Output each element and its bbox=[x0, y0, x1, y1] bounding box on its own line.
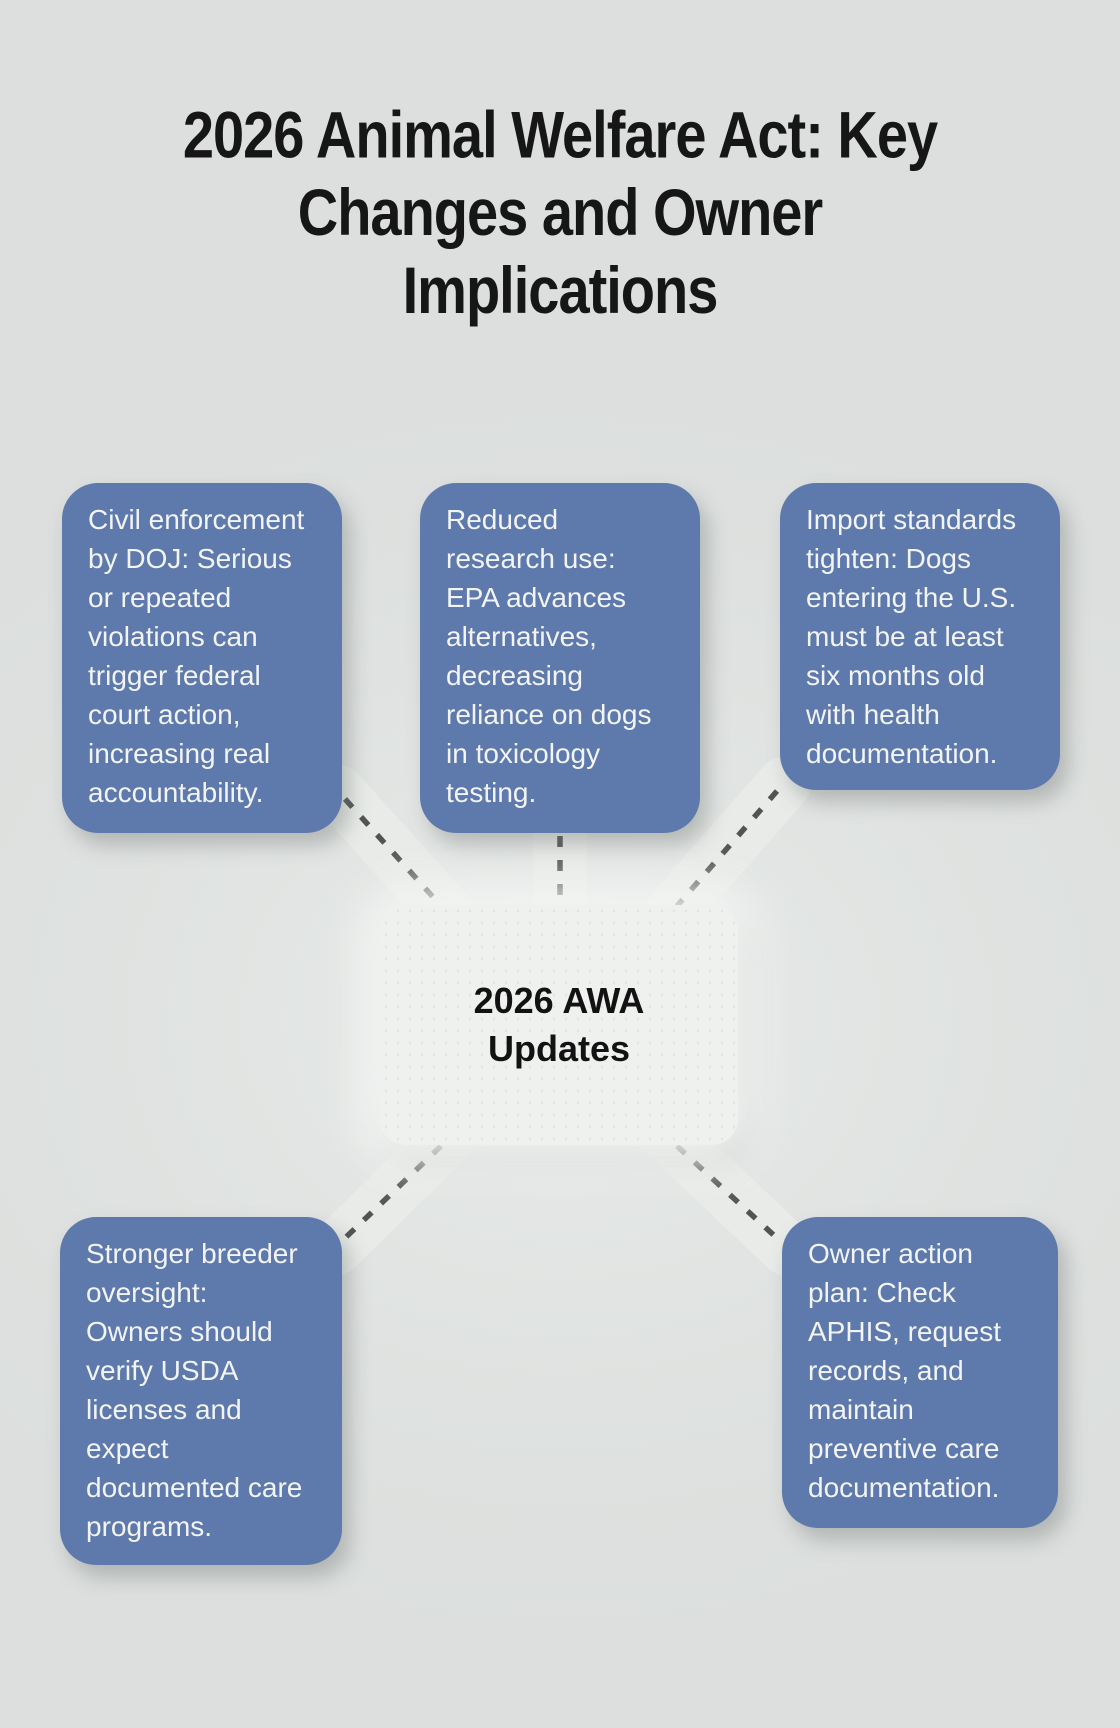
node-text: Import standards tighten: Dogs entering … bbox=[806, 504, 1017, 769]
page-title: 2026 Animal Welfare Act: Key Changes and… bbox=[0, 96, 1120, 330]
node-text: Civil enforcement by DOJ: Serious or rep… bbox=[88, 504, 305, 808]
center-node: 2026 AWA Updates bbox=[380, 905, 738, 1145]
node-reduced-research-use: Reduced research use: EPA advances alter… bbox=[420, 483, 700, 833]
node-text: Reduced research use: EPA advances alter… bbox=[446, 504, 652, 808]
page-title-line-3: Implications bbox=[402, 252, 719, 328]
node-text: Stronger breeder oversight: Owners shoul… bbox=[86, 1238, 303, 1542]
page-title-line-2: Changes and Owner bbox=[297, 175, 823, 250]
page-title-line-1: 2026 Animal Welfare Act: Key bbox=[182, 97, 938, 172]
node-owner-action-plan: Owner action plan: Check APHIS, request … bbox=[782, 1217, 1058, 1528]
node-civil-enforcement-doj: Civil enforcement by DOJ: Serious or rep… bbox=[62, 483, 342, 833]
node-import-standards-tighten: Import standards tighten: Dogs entering … bbox=[780, 483, 1060, 790]
node-stronger-breeder-oversight: Stronger breeder oversight: Owners shoul… bbox=[60, 1217, 342, 1565]
node-text: Owner action plan: Check APHIS, request … bbox=[808, 1238, 1001, 1503]
connector-bottom-left bbox=[309, 1111, 475, 1275]
center-node-label: 2026 AWA Updates bbox=[473, 980, 645, 1069]
connector-bottom-right bbox=[643, 1111, 813, 1275]
